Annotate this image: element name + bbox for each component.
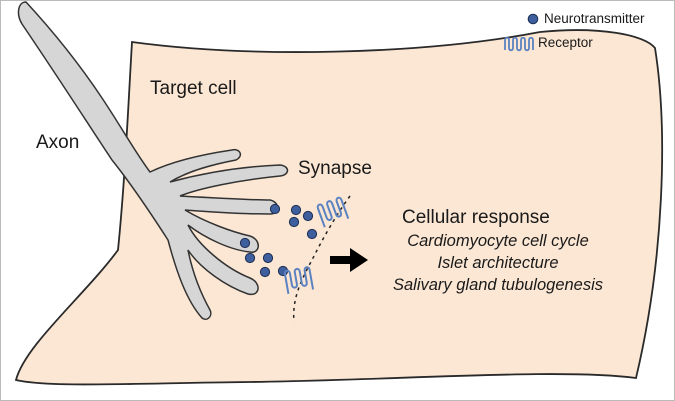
neurotransmitter-dot: [302, 210, 314, 222]
neurotransmitter-dot: [244, 252, 256, 264]
neurotransmitter-dot: [239, 237, 251, 249]
legend-neurotransmitter-icon: [527, 13, 539, 25]
receptor-upper: [316, 196, 350, 228]
legend-receptor-icon: [504, 36, 534, 52]
neurotransmitter-dot: [288, 216, 300, 228]
synapse-label: Synapse: [298, 158, 372, 179]
cellular-response-title: Cellular response: [402, 207, 550, 228]
neurotransmitter-dot: [290, 204, 302, 216]
neurotransmitter-dot: [269, 203, 281, 215]
response-item: Islet architecture: [437, 254, 559, 272]
response-arrow: [330, 248, 368, 272]
neurotransmitter-dot: [306, 228, 318, 240]
legend-receptor-label: Receptor: [538, 35, 593, 50]
response-item: Salivary gland tubulogenesis: [392, 276, 604, 294]
neurotransmitter-dot: [262, 252, 274, 264]
neurotransmitter-dot: [259, 266, 271, 278]
target-cell-label: Target cell: [150, 78, 237, 99]
axon-label: Axon: [36, 132, 80, 153]
legend-neurotransmitter-label: Neurotransmitter: [544, 11, 645, 26]
synaptic-membrane: [292, 195, 351, 323]
response-item: Cardiomyocyte cell cycle: [407, 232, 589, 250]
axon-shape: [17, 1, 289, 321]
receptor-lower: [283, 266, 315, 294]
